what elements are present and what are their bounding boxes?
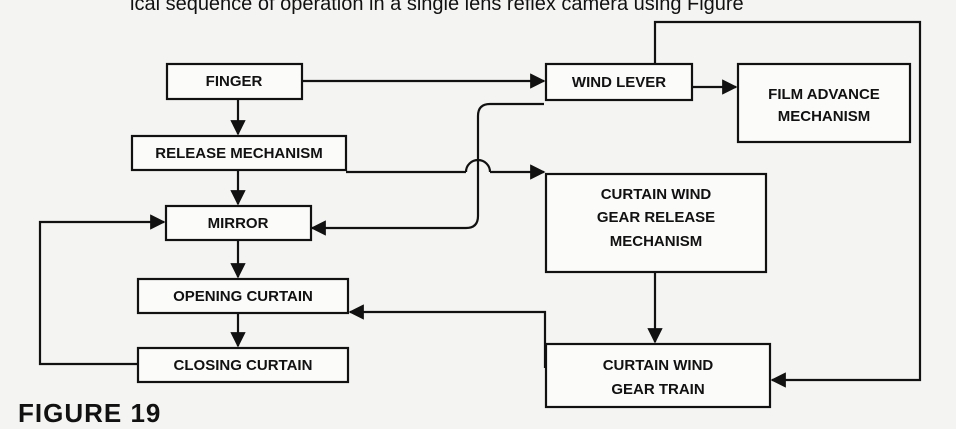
label-wind-lever: WIND LEVER: [572, 74, 666, 91]
node-mirror: MIRROR: [164, 204, 313, 242]
label-closing-curtain: CLOSING CURTAIN: [174, 357, 313, 374]
label-curtain-release-3: MECHANISM: [610, 233, 703, 250]
label-opening-curtain: OPENING CURTAIN: [173, 288, 313, 305]
node-film-advance-mechanism: FILM ADVANCE MECHANISM: [736, 62, 912, 144]
arrow-wind-lever-to-mirror: [310, 102, 544, 236]
label-curtain-release-1: CURTAIN WIND: [601, 186, 712, 203]
figure-caption: FIGURE 19: [18, 398, 162, 428]
node-opening-curtain: OPENING CURTAIN: [136, 277, 350, 315]
label-mirror: MIRROR: [208, 215, 269, 232]
label-film-advance-1: FILM ADVANCE: [768, 86, 880, 103]
arrow-closing-to-mirror: [38, 214, 166, 366]
node-release-mechanism: RELEASE MECHANISM: [130, 134, 348, 172]
label-gear-train-2: GEAR TRAIN: [611, 381, 704, 398]
arrow-wind-lever-to-gear-train: [653, 20, 922, 388]
node-closing-curtain: CLOSING CURTAIN: [136, 346, 350, 384]
connectors: [38, 20, 922, 388]
label-curtain-release-2: GEAR RELEASE: [597, 209, 715, 226]
label-finger: FINGER: [206, 73, 263, 90]
node-curtain-wind-gear-train: CURTAIN WIND GEAR TRAIN: [544, 342, 772, 409]
node-wind-lever: WIND LEVER: [544, 62, 694, 102]
header-fragment: ical sequence of operation in a single l…: [130, 0, 744, 15]
arrow-gear-train-to-opening: [348, 304, 547, 368]
node-finger: FINGER: [165, 62, 304, 101]
label-release-mechanism: RELEASE MECHANISM: [155, 145, 323, 162]
node-curtain-wind-gear-release-mechanism: CURTAIN WIND GEAR RELEASE MECHANISM: [544, 172, 768, 274]
label-film-advance-2: MECHANISM: [778, 108, 871, 125]
label-gear-train-1: CURTAIN WIND: [603, 357, 714, 374]
